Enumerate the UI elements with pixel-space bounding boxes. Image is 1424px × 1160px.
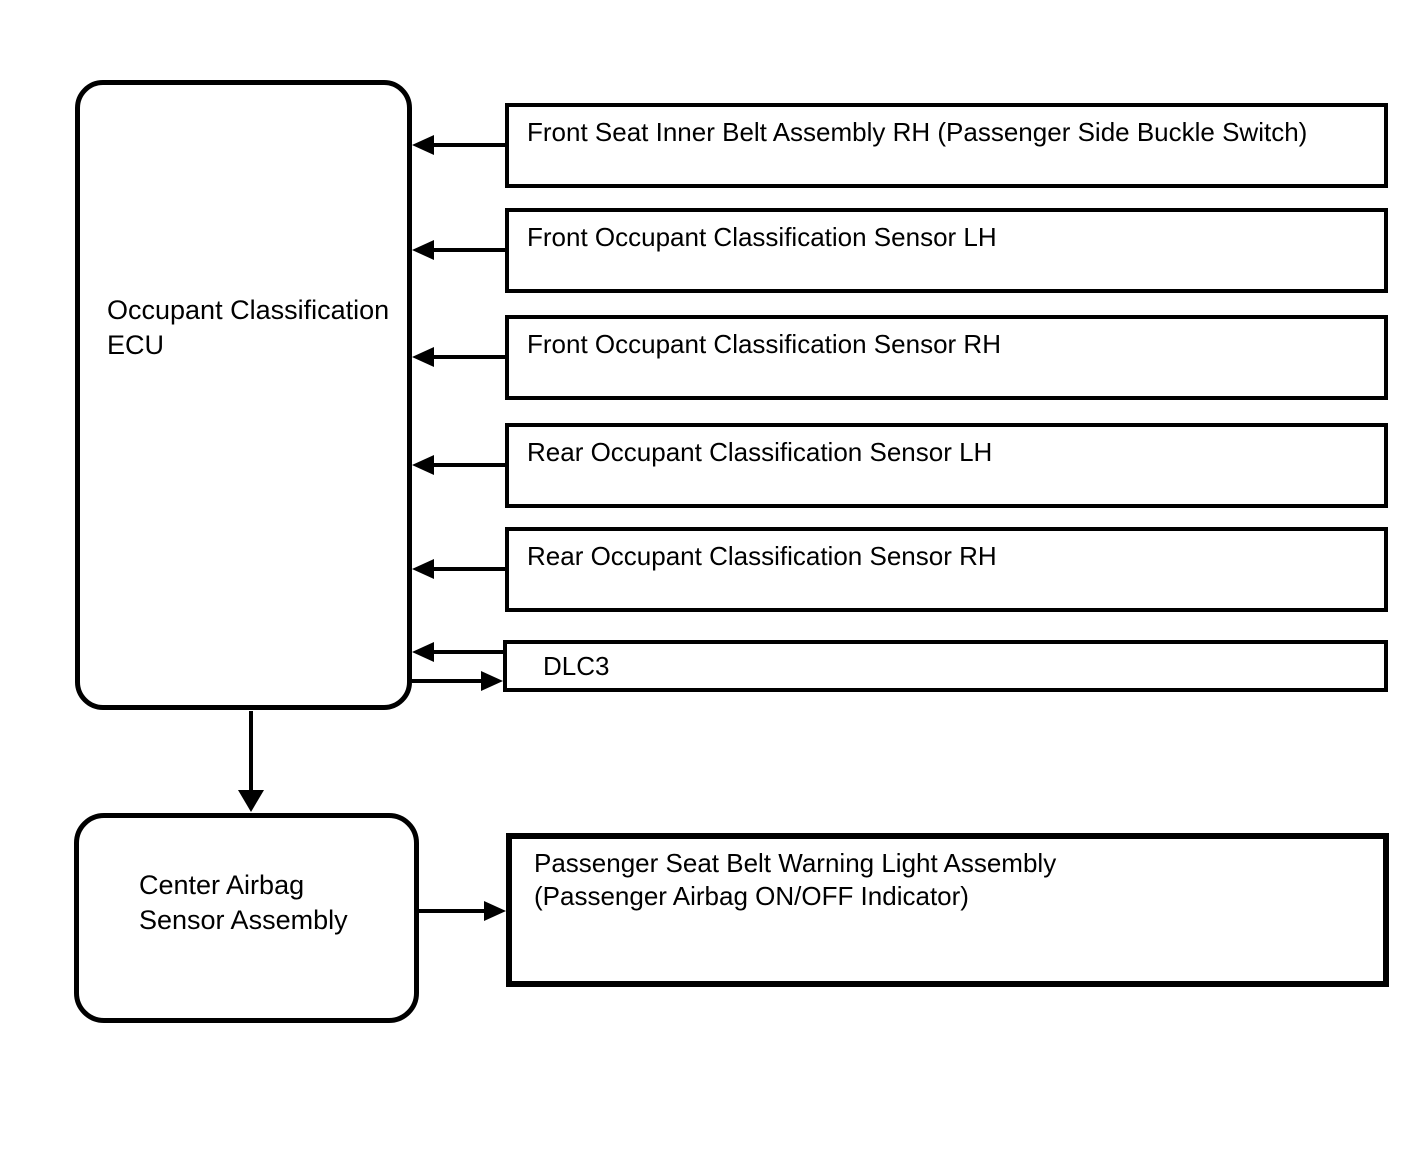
warning-light-box: Passenger Seat Belt Warning Light Assemb…: [506, 833, 1389, 987]
center-airbag-label-line2: Sensor Assembly: [139, 905, 348, 935]
ecu-label-line1: Occupant Classification: [107, 295, 390, 325]
arrowhead-right-icon: [484, 901, 506, 921]
arrowhead-left-icon: [412, 240, 434, 260]
arrow-rear-occupant-rh-to-ecu: [412, 557, 505, 581]
arrow-shaft: [428, 355, 505, 359]
center-airbag-sensor-box: Center Airbag Sensor Assembly: [74, 813, 419, 1023]
ecu-label-line2: ECU: [107, 330, 165, 360]
arrow-shaft: [419, 909, 490, 913]
ecu-box: Occupant Classification ECU: [75, 80, 412, 710]
arrow-dlc3-to-ecu: [412, 640, 503, 664]
unit-box-dlc3: DLC3: [503, 640, 1388, 692]
unit-box-front-occupant-sensor-lh: Front Occupant Classification Sensor LH: [505, 208, 1388, 293]
arrow-shaft: [249, 711, 253, 791]
arrow-shaft: [412, 679, 487, 683]
arrowhead-right-icon: [481, 671, 503, 691]
arrow-rear-occupant-lh-to-ecu: [412, 453, 505, 477]
unit-label: Front Occupant Classification Sensor RH: [527, 329, 1001, 359]
arrow-shaft: [428, 248, 505, 252]
arrow-ecu-to-dlc3: [412, 669, 503, 693]
warning-light-label-line2: (Passenger Airbag ON/OFF Indicator): [534, 881, 969, 911]
arrow-ecu-to-center-airbag: [238, 711, 264, 812]
arrow-center-airbag-to-warning-light: [419, 899, 506, 923]
unit-box-rear-occupant-sensor-lh: Rear Occupant Classification Sensor LH: [505, 423, 1388, 508]
arrowhead-left-icon: [412, 559, 434, 579]
arrowhead-left-icon: [412, 347, 434, 367]
arrowhead-left-icon: [412, 642, 434, 662]
unit-box-front-seat-inner-belt-rh: Front Seat Inner Belt Assembly RH (Passe…: [505, 103, 1388, 188]
arrow-shaft: [428, 650, 503, 654]
arrowhead-left-icon: [412, 135, 434, 155]
unit-label: Rear Occupant Classification Sensor LH: [527, 437, 993, 467]
arrowhead-down-icon: [238, 790, 264, 812]
arrow-front-occupant-lh-to-ecu: [412, 238, 505, 262]
warning-light-label-line1: Passenger Seat Belt Warning Light Assemb…: [534, 848, 1057, 878]
unit-box-front-occupant-sensor-rh: Front Occupant Classification Sensor RH: [505, 315, 1388, 400]
unit-label: DLC3: [543, 651, 610, 681]
arrow-front-occupant-rh-to-ecu: [412, 345, 505, 369]
unit-label: Front Seat Inner Belt Assembly RH (Passe…: [527, 117, 1308, 147]
unit-label: Front Occupant Classification Sensor LH: [527, 222, 997, 252]
arrowhead-left-icon: [412, 455, 434, 475]
arrow-shaft: [428, 567, 505, 571]
unit-box-rear-occupant-sensor-rh: Rear Occupant Classification Sensor RH: [505, 527, 1388, 612]
unit-label: Rear Occupant Classification Sensor RH: [527, 541, 997, 571]
arrow-shaft: [428, 463, 505, 467]
arrow-shaft: [428, 143, 505, 147]
arrow-front-seat-inner-belt-to-ecu: [412, 133, 505, 157]
center-airbag-label-line1: Center Airbag: [139, 870, 305, 900]
